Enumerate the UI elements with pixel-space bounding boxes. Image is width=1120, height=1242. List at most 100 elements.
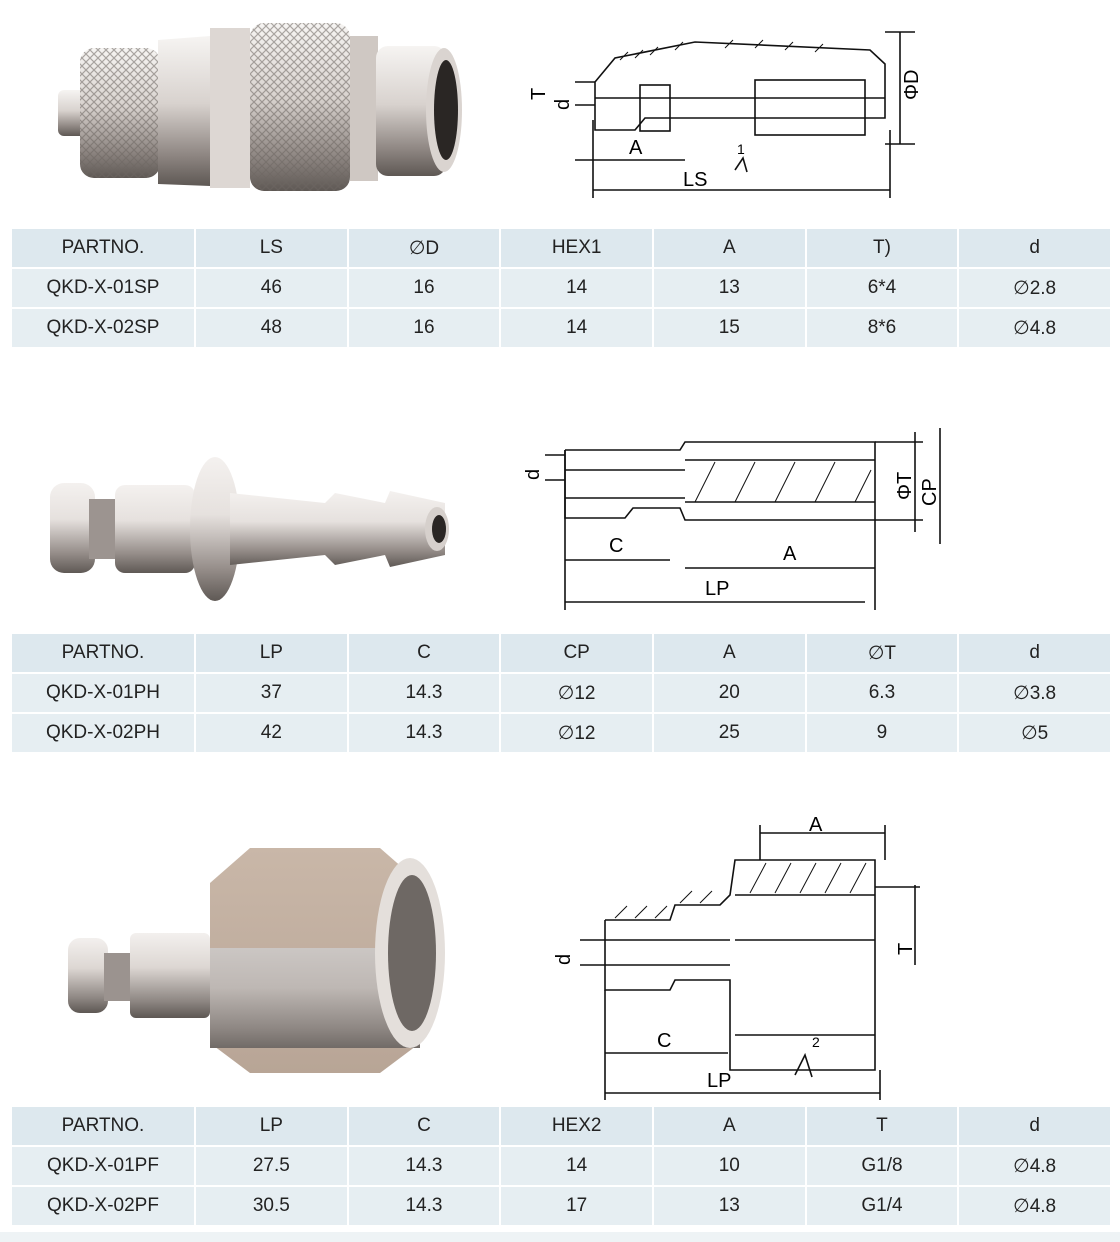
table-cell: 14: [501, 269, 652, 307]
dim-t: T: [528, 88, 550, 100]
table-row: QKD-X-01SP 46 16 14 13 6*4 ∅2.8: [12, 269, 1110, 307]
table-cell: 6.3: [806, 674, 958, 712]
header-cell: HEX1: [501, 229, 652, 267]
header-cell: d: [959, 1107, 1110, 1145]
table-cell: 20: [653, 674, 805, 712]
dim-phid: ΦD: [901, 70, 923, 100]
spec-table-sp: PARTNO. LS ∅D HEX1 A T) d QKD-X-01SP 46 …: [10, 227, 1112, 349]
header-cell: T: [806, 1107, 958, 1145]
header-cell: C: [348, 634, 500, 672]
dim-d: d: [553, 954, 575, 965]
table-cell: 16: [348, 309, 500, 347]
table-cell: QKD-X-01SP: [12, 269, 194, 307]
table-cell: 13: [653, 269, 805, 307]
table-cell: 10: [653, 1147, 805, 1185]
dim-a: A: [783, 543, 797, 565]
header-cell: A: [653, 1107, 805, 1145]
table-cell: G1/8: [806, 1147, 958, 1185]
product-section-ph: d C A LP ΦT CP PARTNO. LP C CP A ∅T d QK…: [0, 400, 1120, 760]
header-cell: PARTNO.: [12, 229, 194, 267]
dim-d: d: [552, 99, 574, 110]
hose-barb-plug-drawing: d C A LP ΦT CP: [525, 428, 941, 610]
dim-d: d: [525, 469, 544, 480]
table-cell: 8*6: [806, 309, 958, 347]
table-cell: 14.3: [348, 1147, 500, 1185]
table-cell: ∅4.8: [959, 1187, 1110, 1225]
dim-a: A: [809, 815, 823, 836]
table-header-row: PARTNO. LP C HEX2 A T d: [12, 1107, 1110, 1145]
table-row: QKD-X-02PF 30.5 14.3 17 13 G1/4 ∅4.8: [12, 1187, 1110, 1225]
table-row: QKD-X-01PF 27.5 14.3 14 10 G1/8 ∅4.8: [12, 1147, 1110, 1185]
footer-band: [0, 1232, 1120, 1242]
header-cell: LS: [196, 229, 347, 267]
header-cell: A: [653, 634, 805, 672]
table-cell: QKD-X-02PF: [12, 1187, 194, 1225]
table-cell: QKD-X-01PF: [12, 1147, 194, 1185]
header-cell: HEX2: [501, 1107, 652, 1145]
dim-mark: 2: [812, 1034, 820, 1050]
table-cell: 48: [196, 309, 347, 347]
table-header-row: PARTNO. LP C CP A ∅T d: [12, 634, 1110, 672]
table-cell: 27.5: [196, 1147, 347, 1185]
dim-mark: 1: [737, 141, 745, 157]
dim-a: A: [629, 137, 643, 159]
header-cell: d: [959, 634, 1110, 672]
spec-table-pf: PARTNO. LP C HEX2 A T d QKD-X-01PF 27.5 …: [10, 1105, 1112, 1227]
table-cell: 6*4: [806, 269, 958, 307]
table-cell: 25: [653, 714, 805, 752]
table-cell: ∅2.8: [959, 269, 1110, 307]
header-cell: PARTNO.: [12, 1107, 194, 1145]
dim-ls: LS: [683, 169, 707, 191]
table-cell: 46: [196, 269, 347, 307]
table-cell: QKD-X-02SP: [12, 309, 194, 347]
table-cell: ∅12: [501, 674, 652, 712]
table-row: QKD-X-02SP 48 16 14 15 8*6 ∅4.8: [12, 309, 1110, 347]
header-cell: LP: [196, 1107, 347, 1145]
dim-t: T: [895, 943, 917, 955]
header-cell: C: [348, 1107, 500, 1145]
header-cell: LP: [196, 634, 347, 672]
table-cell: 37: [196, 674, 347, 712]
table-cell: QKD-X-01PH: [12, 674, 194, 712]
table-cell: ∅3.8: [959, 674, 1110, 712]
spec-table-ph: PARTNO. LP C CP A ∅T d QKD-X-01PH 37 14.…: [10, 632, 1112, 754]
header-cell: PARTNO.: [12, 634, 194, 672]
female-thread-plug-photo: [68, 848, 445, 1073]
table-row: QKD-X-02PH 42 14.3 ∅12 25 9 ∅5: [12, 714, 1110, 752]
header-cell: ∅T: [806, 634, 958, 672]
table-cell: 16: [348, 269, 500, 307]
table-row: QKD-X-01PH 37 14.3 ∅12 20 6.3 ∅3.8: [12, 674, 1110, 712]
header-cell: T): [806, 229, 958, 267]
product-section-pf: d C LP A T 2 PARTNO. LP C HEX2 A T d QKD…: [0, 815, 1120, 1225]
table-cell: 14.3: [348, 674, 500, 712]
table-cell: ∅5: [959, 714, 1110, 752]
female-thread-plug-drawing: d C LP A T 2: [553, 815, 920, 1100]
dim-phit: ΦT: [894, 472, 916, 500]
table-cell: 15: [653, 309, 805, 347]
dim-lp: LP: [705, 578, 729, 600]
table-cell: 17: [501, 1187, 652, 1225]
table-header-row: PARTNO. LS ∅D HEX1 A T) d: [12, 229, 1110, 267]
table-cell: 9: [806, 714, 958, 752]
product-section-sp: T d ΦD A LS 1 PARTNO. LS ∅D HEX1 A T) d …: [0, 0, 1120, 360]
table-cell: ∅4.8: [959, 309, 1110, 347]
dim-cp: CP: [919, 478, 941, 506]
hose-barb-plug-photo: [50, 457, 449, 601]
dim-c: C: [657, 1030, 671, 1052]
table-cell: 30.5: [196, 1187, 347, 1225]
dim-lp: LP: [707, 1070, 731, 1092]
table-cell: QKD-X-02PH: [12, 714, 194, 752]
table-cell: ∅4.8: [959, 1147, 1110, 1185]
header-cell: A: [653, 229, 805, 267]
table-cell: 14: [501, 1147, 652, 1185]
header-cell: CP: [501, 634, 652, 672]
socket-coupler-photo: [58, 23, 462, 191]
table-cell: 14: [501, 309, 652, 347]
table-cell: ∅12: [501, 714, 652, 752]
table-cell: G1/4: [806, 1187, 958, 1225]
table-cell: 14.3: [348, 1187, 500, 1225]
table-cell: 14.3: [348, 714, 500, 752]
table-cell: 42: [196, 714, 347, 752]
header-cell: ∅D: [348, 229, 500, 267]
dim-c: C: [609, 535, 623, 557]
